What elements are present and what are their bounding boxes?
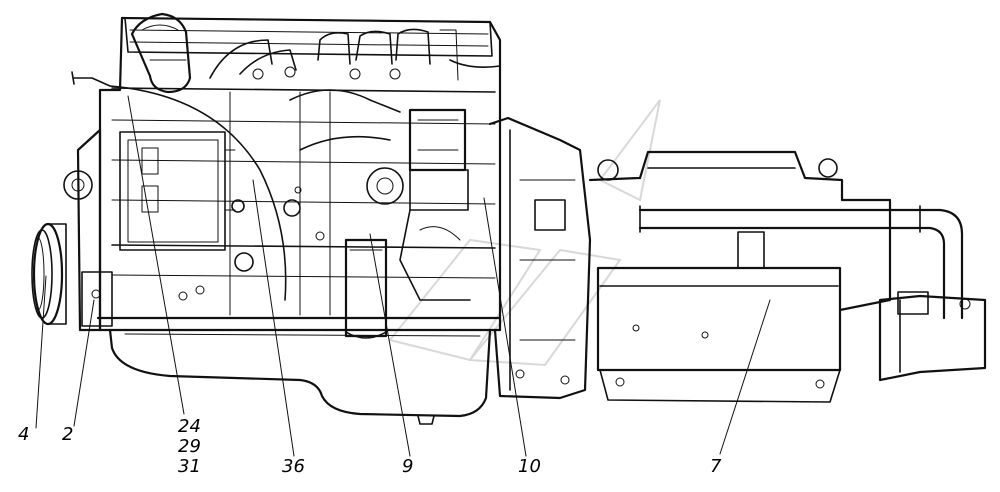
leader-lines — [35, 95, 771, 457]
dipstick — [71, 71, 287, 301]
callout-labels: 4 2 24 29 31 36 9 10 7 — [18, 416, 722, 477]
flywheel-housing — [488, 116, 592, 400]
watermark — [388, 99, 661, 367]
callout-7: 7 — [710, 456, 722, 477]
callout-31: 31 — [178, 456, 201, 477]
engine-block — [96, 16, 502, 332]
front-cover — [63, 128, 113, 332]
fuel-lines — [209, 28, 501, 151]
callout-29: 29 — [178, 436, 201, 457]
callout-2: 2 — [62, 424, 73, 445]
ecu-box — [119, 131, 236, 251]
rear-housing — [878, 291, 987, 382]
callout-4: 4 — [18, 424, 29, 445]
transmission — [588, 150, 892, 403]
callout-24: 24 — [178, 416, 201, 437]
callout-36: 36 — [282, 456, 305, 477]
oil-pan — [108, 328, 492, 425]
callout-9: 9 — [402, 456, 413, 477]
callout-10: 10 — [518, 456, 541, 477]
cooler-pipe — [638, 205, 964, 320]
pulley — [31, 222, 67, 326]
fuel-pump — [366, 108, 471, 301]
oil-filter — [344, 238, 388, 339]
air-intake — [130, 12, 192, 94]
